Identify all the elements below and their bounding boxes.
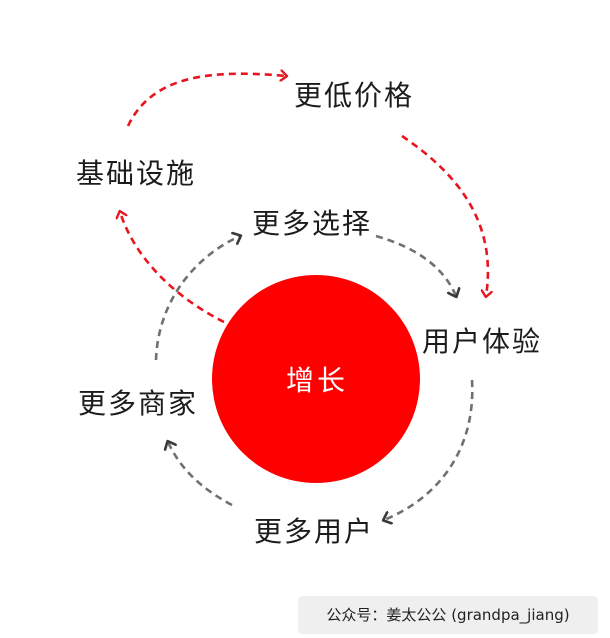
watermark: 公众号：姜太公公 (grandpa_jiang) (298, 596, 598, 634)
node-more-sellers: 更多商家 (78, 387, 199, 420)
arrow-user-experience-to-more-users (384, 379, 474, 520)
node-infrastructure: 基础设施 (76, 157, 197, 190)
arrow-lower-price-to-user-experience (401, 134, 488, 296)
growth-core-circle (212, 275, 420, 483)
growth-label: 增长 (286, 364, 349, 397)
arrow-growth-to-infrastructure (120, 212, 225, 324)
node-user-experience: 用户体验 (422, 325, 543, 358)
node-lower-price: 更低价格 (294, 79, 415, 112)
node-more-users: 更多用户 (254, 515, 375, 548)
arrow-infrastructure-to-lower-price (126, 74, 286, 127)
arrow-more-users-to-more-sellers (168, 442, 233, 507)
arrow-more-selection-to-user-experience (375, 234, 456, 296)
node-more-selection: 更多选择 (252, 207, 373, 240)
